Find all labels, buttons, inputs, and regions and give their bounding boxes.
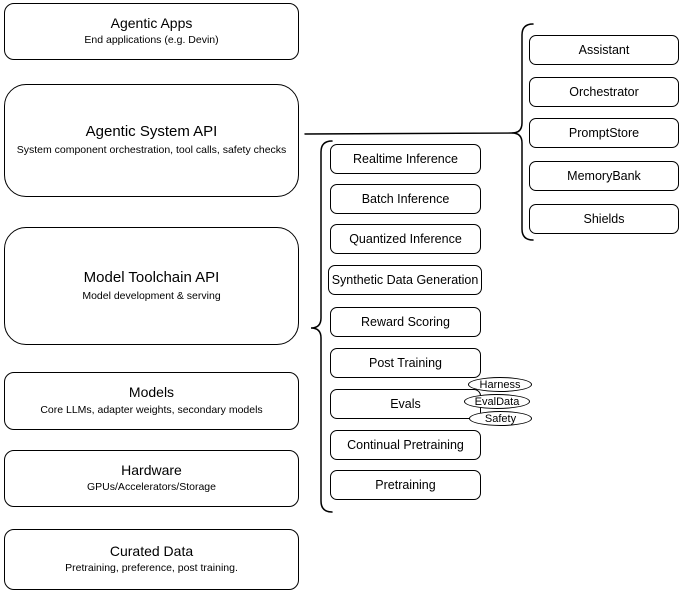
service-batch-inference: Batch Inference [330, 184, 481, 214]
node-agentic-system-api: Agentic System API System component orch… [4, 84, 299, 197]
tag-evaldata: EvalData [464, 394, 530, 409]
node-subtitle: End applications (e.g. Devin) [84, 34, 219, 47]
tag-label: EvalData [474, 395, 520, 408]
node-subtitle: Core LLMs, adapter weights, secondary mo… [40, 403, 263, 416]
service-quantized-inference: Quantized Inference [330, 224, 481, 254]
node-title: Agentic Apps [110, 14, 193, 31]
service-label: Evals [390, 397, 421, 411]
component-label: MemoryBank [567, 169, 641, 183]
node-title: Curated Data [109, 542, 194, 559]
service-evals: Evals [330, 389, 481, 419]
service-realtime-inference: Realtime Inference [330, 144, 481, 174]
component-orchestrator: Orchestrator [529, 77, 679, 107]
tag-label: Harness [479, 378, 521, 391]
node-subtitle: GPUs/Accelerators/Storage [87, 481, 216, 494]
service-pretraining: Pretraining [330, 470, 481, 500]
component-promptstore: PromptStore [529, 118, 679, 148]
node-subtitle: Model development & serving [82, 289, 221, 302]
service-label: Batch Inference [361, 192, 450, 206]
service-continual-pretraining: Continual Pretraining [330, 430, 481, 460]
component-label: Shields [583, 212, 625, 226]
tag-harness: Harness [468, 377, 532, 392]
node-title: Hardware [121, 461, 182, 478]
component-shields: Shields [529, 204, 679, 234]
service-synthetic-data-generation: Synthetic Data Generation [328, 265, 482, 295]
service-label: Pretraining [375, 478, 436, 492]
node-model-toolchain-api: Model Toolchain API Model development & … [4, 227, 299, 345]
node-subtitle: Pretraining, preference, post training. [65, 562, 238, 575]
service-label: Synthetic Data Generation [331, 273, 479, 287]
toolchain-group-brace [310, 140, 333, 513]
tag-safety: Safety [469, 411, 532, 426]
component-assistant: Assistant [529, 35, 679, 65]
node-title: Model Toolchain API [83, 268, 220, 286]
node-hardware: Hardware GPUs/Accelerators/Storage [4, 450, 299, 507]
node-curated-data: Curated Data Pretraining, preference, po… [4, 529, 299, 590]
service-label: Quantized Inference [349, 232, 462, 246]
component-label: Orchestrator [569, 85, 639, 99]
service-label: Realtime Inference [353, 152, 458, 166]
node-title: Agentic System API [85, 123, 218, 141]
tag-label: Safety [484, 412, 517, 425]
component-label: PromptStore [568, 126, 640, 140]
node-title: Models [128, 384, 175, 401]
component-memorybank: MemoryBank [529, 161, 679, 191]
component-label: Assistant [578, 43, 630, 57]
service-label: Post Training [369, 356, 442, 370]
service-post-training: Post Training [330, 348, 481, 378]
node-agentic-apps: Agentic Apps End applications (e.g. Devi… [4, 3, 299, 60]
service-label: Reward Scoring [361, 315, 450, 329]
system-api-connector-line [304, 132, 513, 135]
node-subtitle: System component orchestration, tool cal… [16, 144, 287, 157]
node-models: Models Core LLMs, adapter weights, secon… [4, 372, 299, 430]
service-label: Continual Pretraining [347, 438, 464, 452]
service-reward-scoring: Reward Scoring [330, 307, 481, 337]
